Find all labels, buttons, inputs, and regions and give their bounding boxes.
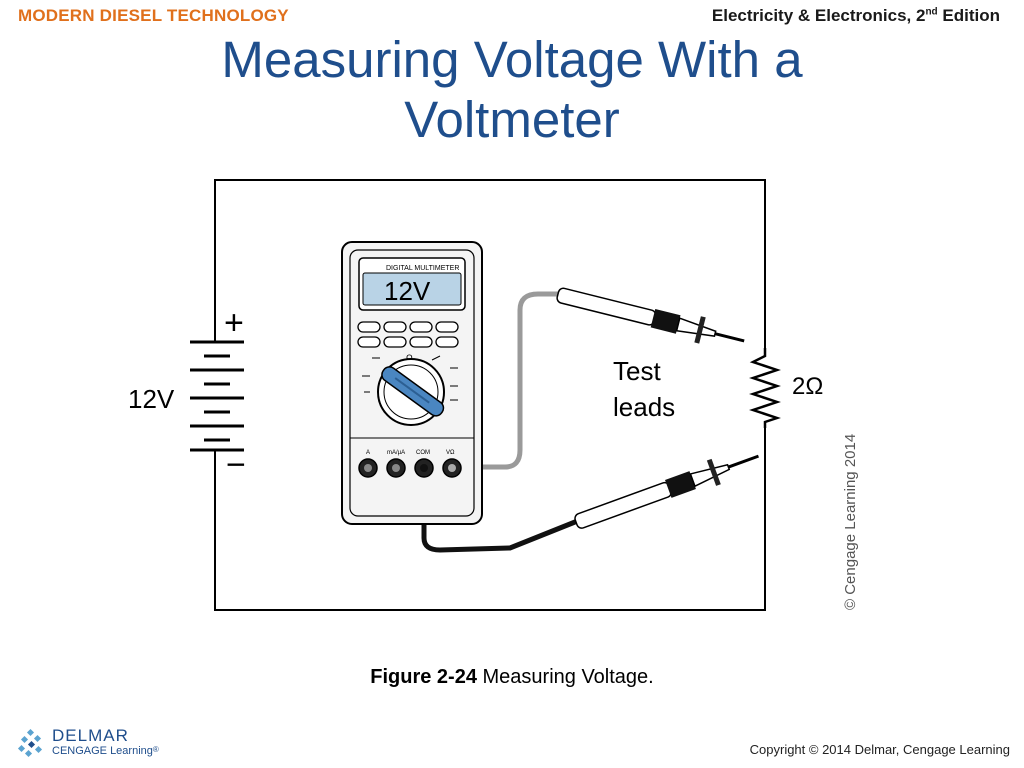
edition-title: Electricity & Electronics, 2nd Edition <box>712 6 1000 26</box>
circuit-diagram: + − 12V 2Ω Test leads DIGITAL MULTIMETER… <box>110 170 890 630</box>
test-leads-label-line1: Test <box>613 356 661 386</box>
battery-minus-label: − <box>226 446 246 484</box>
input-jacks <box>358 458 462 478</box>
edition-suffix: Edition <box>937 6 1000 25</box>
meter-lcd-reading: 12V <box>384 276 431 306</box>
image-credit: © Cengage Learning 2014 <box>842 434 859 610</box>
jack-label-ma: mA/µA <box>387 450 405 456</box>
resistor-symbol <box>749 348 781 428</box>
dial-ohm-symbol: Ω <box>406 353 413 363</box>
red-lead-wire <box>460 291 558 470</box>
meter-brand-label: DIGITAL MULTIMETER <box>386 265 459 272</box>
figure-caption-text: Measuring Voltage. <box>476 666 654 688</box>
circuit-wire-return <box>214 428 766 611</box>
black-test-probe <box>574 454 759 529</box>
slide-title-line2: Voltmeter <box>404 91 620 148</box>
jack-label-v: VΩ <box>446 450 455 456</box>
test-leads-label-line2: leads <box>613 392 675 422</box>
logo-subtitle-text: CENGAGE Learning <box>52 745 153 757</box>
digital-multimeter: DIGITAL MULTIMETER 12V Ω A mA/µA <box>341 241 483 525</box>
copyright-notice: Copyright © 2014 Delmar, Cengage Learnin… <box>749 742 1010 757</box>
figure-caption: Figure 2-24 Measuring Voltage. <box>0 666 1024 689</box>
slide-title-line1: Measuring Voltage With a <box>221 31 803 88</box>
jack-label-com: COM <box>416 450 430 456</box>
figure-number: Figure 2-24 <box>370 666 477 688</box>
battery-symbol <box>190 320 244 470</box>
battery-plus-label: + <box>224 304 244 342</box>
book-title: MODERN DIESEL TECHNOLOGY <box>18 6 289 25</box>
logo-name: DELMAR <box>52 726 129 745</box>
red-test-probe <box>556 287 745 344</box>
resistor-label: 2Ω <box>792 373 823 400</box>
edition-prefix: Electricity & Electronics, 2 <box>711 6 926 25</box>
circuit-wire <box>214 179 766 348</box>
slide-title: Measuring Voltage With a Voltmeter <box>0 30 1024 150</box>
logo-subtitle: CENGAGE Learning® <box>52 745 159 757</box>
delmar-logo-icon <box>17 728 43 758</box>
delmar-logo: DELMAR CENGAGE Learning® <box>16 726 186 762</box>
edition-superscript: nd <box>925 6 938 18</box>
jack-label-a: A <box>366 450 370 456</box>
black-lead-wire <box>421 467 581 553</box>
logo-trademark: ® <box>152 745 159 754</box>
battery-voltage-label: 12V <box>128 384 175 414</box>
